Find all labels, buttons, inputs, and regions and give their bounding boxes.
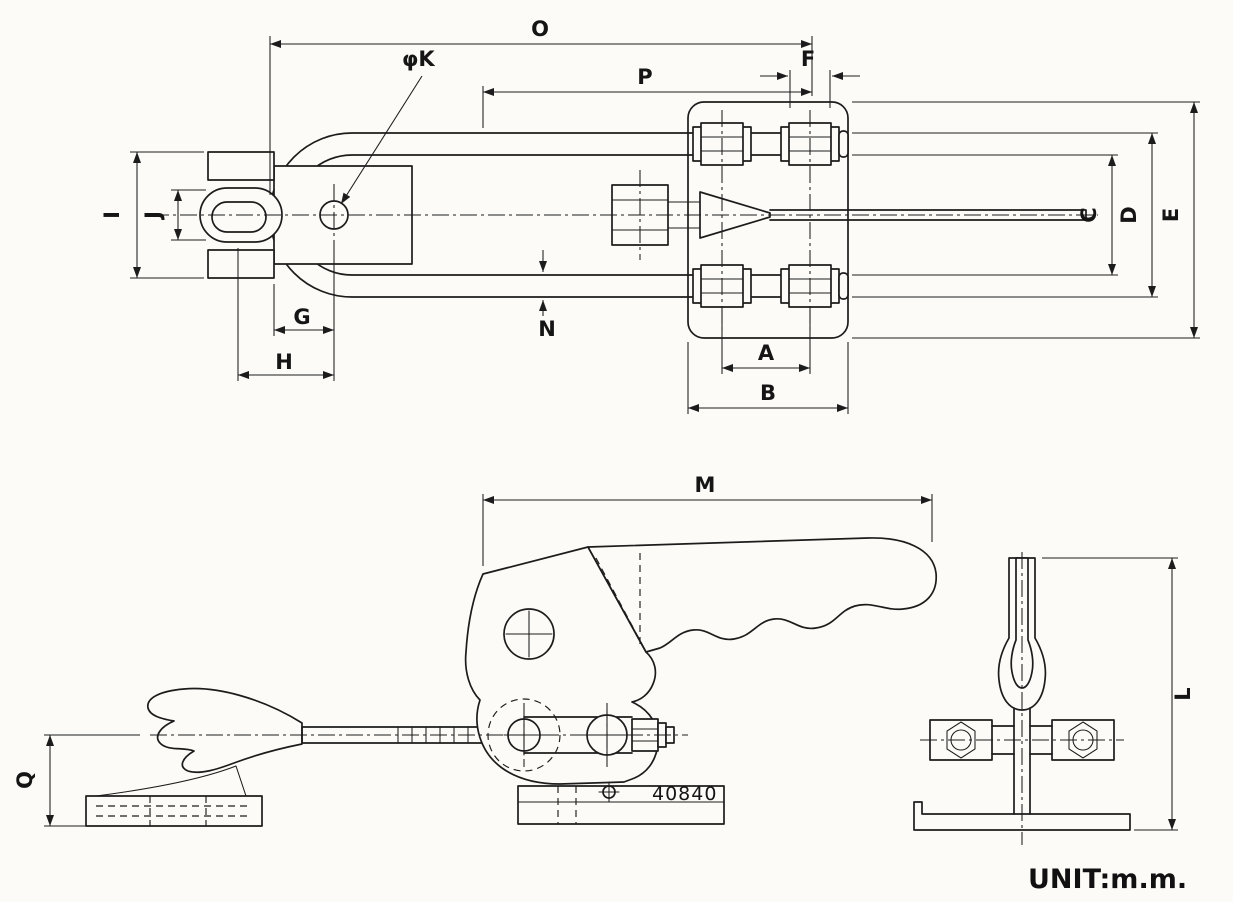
dim-label-c: C	[1077, 207, 1101, 222]
nut-bodies	[692, 122, 840, 308]
dim-label-a: A	[758, 341, 775, 365]
dim-J: J	[141, 189, 206, 241]
dim-C-extensions	[852, 154, 1118, 276]
base-hole-cross	[598, 781, 620, 803]
crossbar-tangs	[991, 725, 1053, 755]
side-view: M Q 40840	[13, 473, 937, 827]
dim-label-l: L	[1171, 687, 1195, 700]
dim-label-e: E	[1159, 208, 1183, 222]
dim-H: H	[237, 248, 334, 381]
hook-foot-hidden-lines	[96, 796, 252, 826]
end-view-base-foot	[913, 801, 1131, 831]
dim-F: F	[760, 47, 860, 108]
dim-F-extensions	[789, 70, 831, 108]
clamp-mounting-base	[517, 781, 725, 825]
dim-B-extensions	[687, 342, 849, 414]
dim-label-g: G	[293, 305, 310, 329]
clamp-body-casting	[464, 546, 660, 785]
upper-boss-cross	[505, 610, 553, 658]
dim-O-extensions	[269, 36, 813, 195]
dim-P: P	[482, 65, 812, 128]
dim-L: L	[1042, 557, 1195, 831]
dim-B: B	[687, 342, 849, 414]
dim-C: C	[852, 154, 1118, 276]
dim-E-extensions	[852, 101, 1200, 339]
clevis-prongs	[207, 151, 275, 279]
dim-G: G	[273, 246, 335, 381]
base-plate	[517, 785, 725, 825]
dim-O: O	[269, 17, 813, 195]
plate-nut-stacks	[692, 122, 849, 308]
hook-foot-base	[85, 795, 263, 827]
dim-D-extensions	[852, 132, 1158, 298]
centerlines-end	[920, 552, 1124, 845]
link-nut-facets	[631, 728, 659, 742]
dim-Q: Q	[13, 734, 140, 827]
dim-label-n: N	[538, 317, 556, 341]
dim-M-extensions	[482, 494, 933, 566]
dim-label-o: O	[531, 17, 549, 41]
dim-I-extensions	[130, 151, 204, 279]
unit-note: UNIT:m.m.	[1028, 864, 1187, 895]
handle-grip	[587, 537, 937, 653]
dim-label-d: D	[1117, 206, 1141, 223]
top-view: O P F φK I J G	[100, 17, 1200, 414]
hex-nut-right	[1068, 721, 1098, 759]
dim-K-leader-line	[340, 75, 423, 205]
dim-label-m: M	[695, 473, 716, 497]
end-view: L	[913, 552, 1195, 845]
dim-D: D	[852, 132, 1158, 298]
centerlines-side	[150, 703, 688, 767]
part-number: 40840	[652, 783, 717, 805]
dim-A: A	[721, 310, 811, 374]
dim-K-leader: φK	[340, 47, 435, 205]
dim-L-extensions	[1042, 557, 1178, 831]
dim-label-p: P	[637, 65, 652, 89]
dim-A-extensions	[721, 310, 811, 374]
dim-N: N	[538, 250, 556, 341]
dim-label-i: I	[100, 211, 124, 219]
handle-hidden-lever-lines	[595, 553, 645, 649]
dim-label-q: Q	[13, 771, 37, 789]
stem	[1013, 707, 1031, 815]
dim-Q-extensions	[44, 734, 140, 827]
dim-label-h: H	[275, 350, 293, 374]
hook-foot-slant	[95, 765, 247, 797]
hex-nut-left	[946, 721, 976, 759]
eye-slot	[211, 201, 267, 233]
dim-E: E	[852, 101, 1200, 339]
dim-label-b: B	[760, 381, 776, 405]
dim-M: M	[482, 473, 933, 566]
bolt-end-cap-top	[838, 130, 849, 158]
dim-I: I	[100, 151, 204, 279]
latch-hook-catch	[85, 687, 303, 827]
base-hidden-lines	[557, 786, 577, 824]
dim-label-k: φK	[402, 47, 435, 71]
dim-label-j: J	[141, 211, 165, 221]
dim-label-f: F	[801, 47, 815, 71]
bolt-end-cap-bottom	[838, 272, 849, 300]
hook-claw	[147, 687, 303, 774]
spindle-shank	[667, 201, 701, 229]
